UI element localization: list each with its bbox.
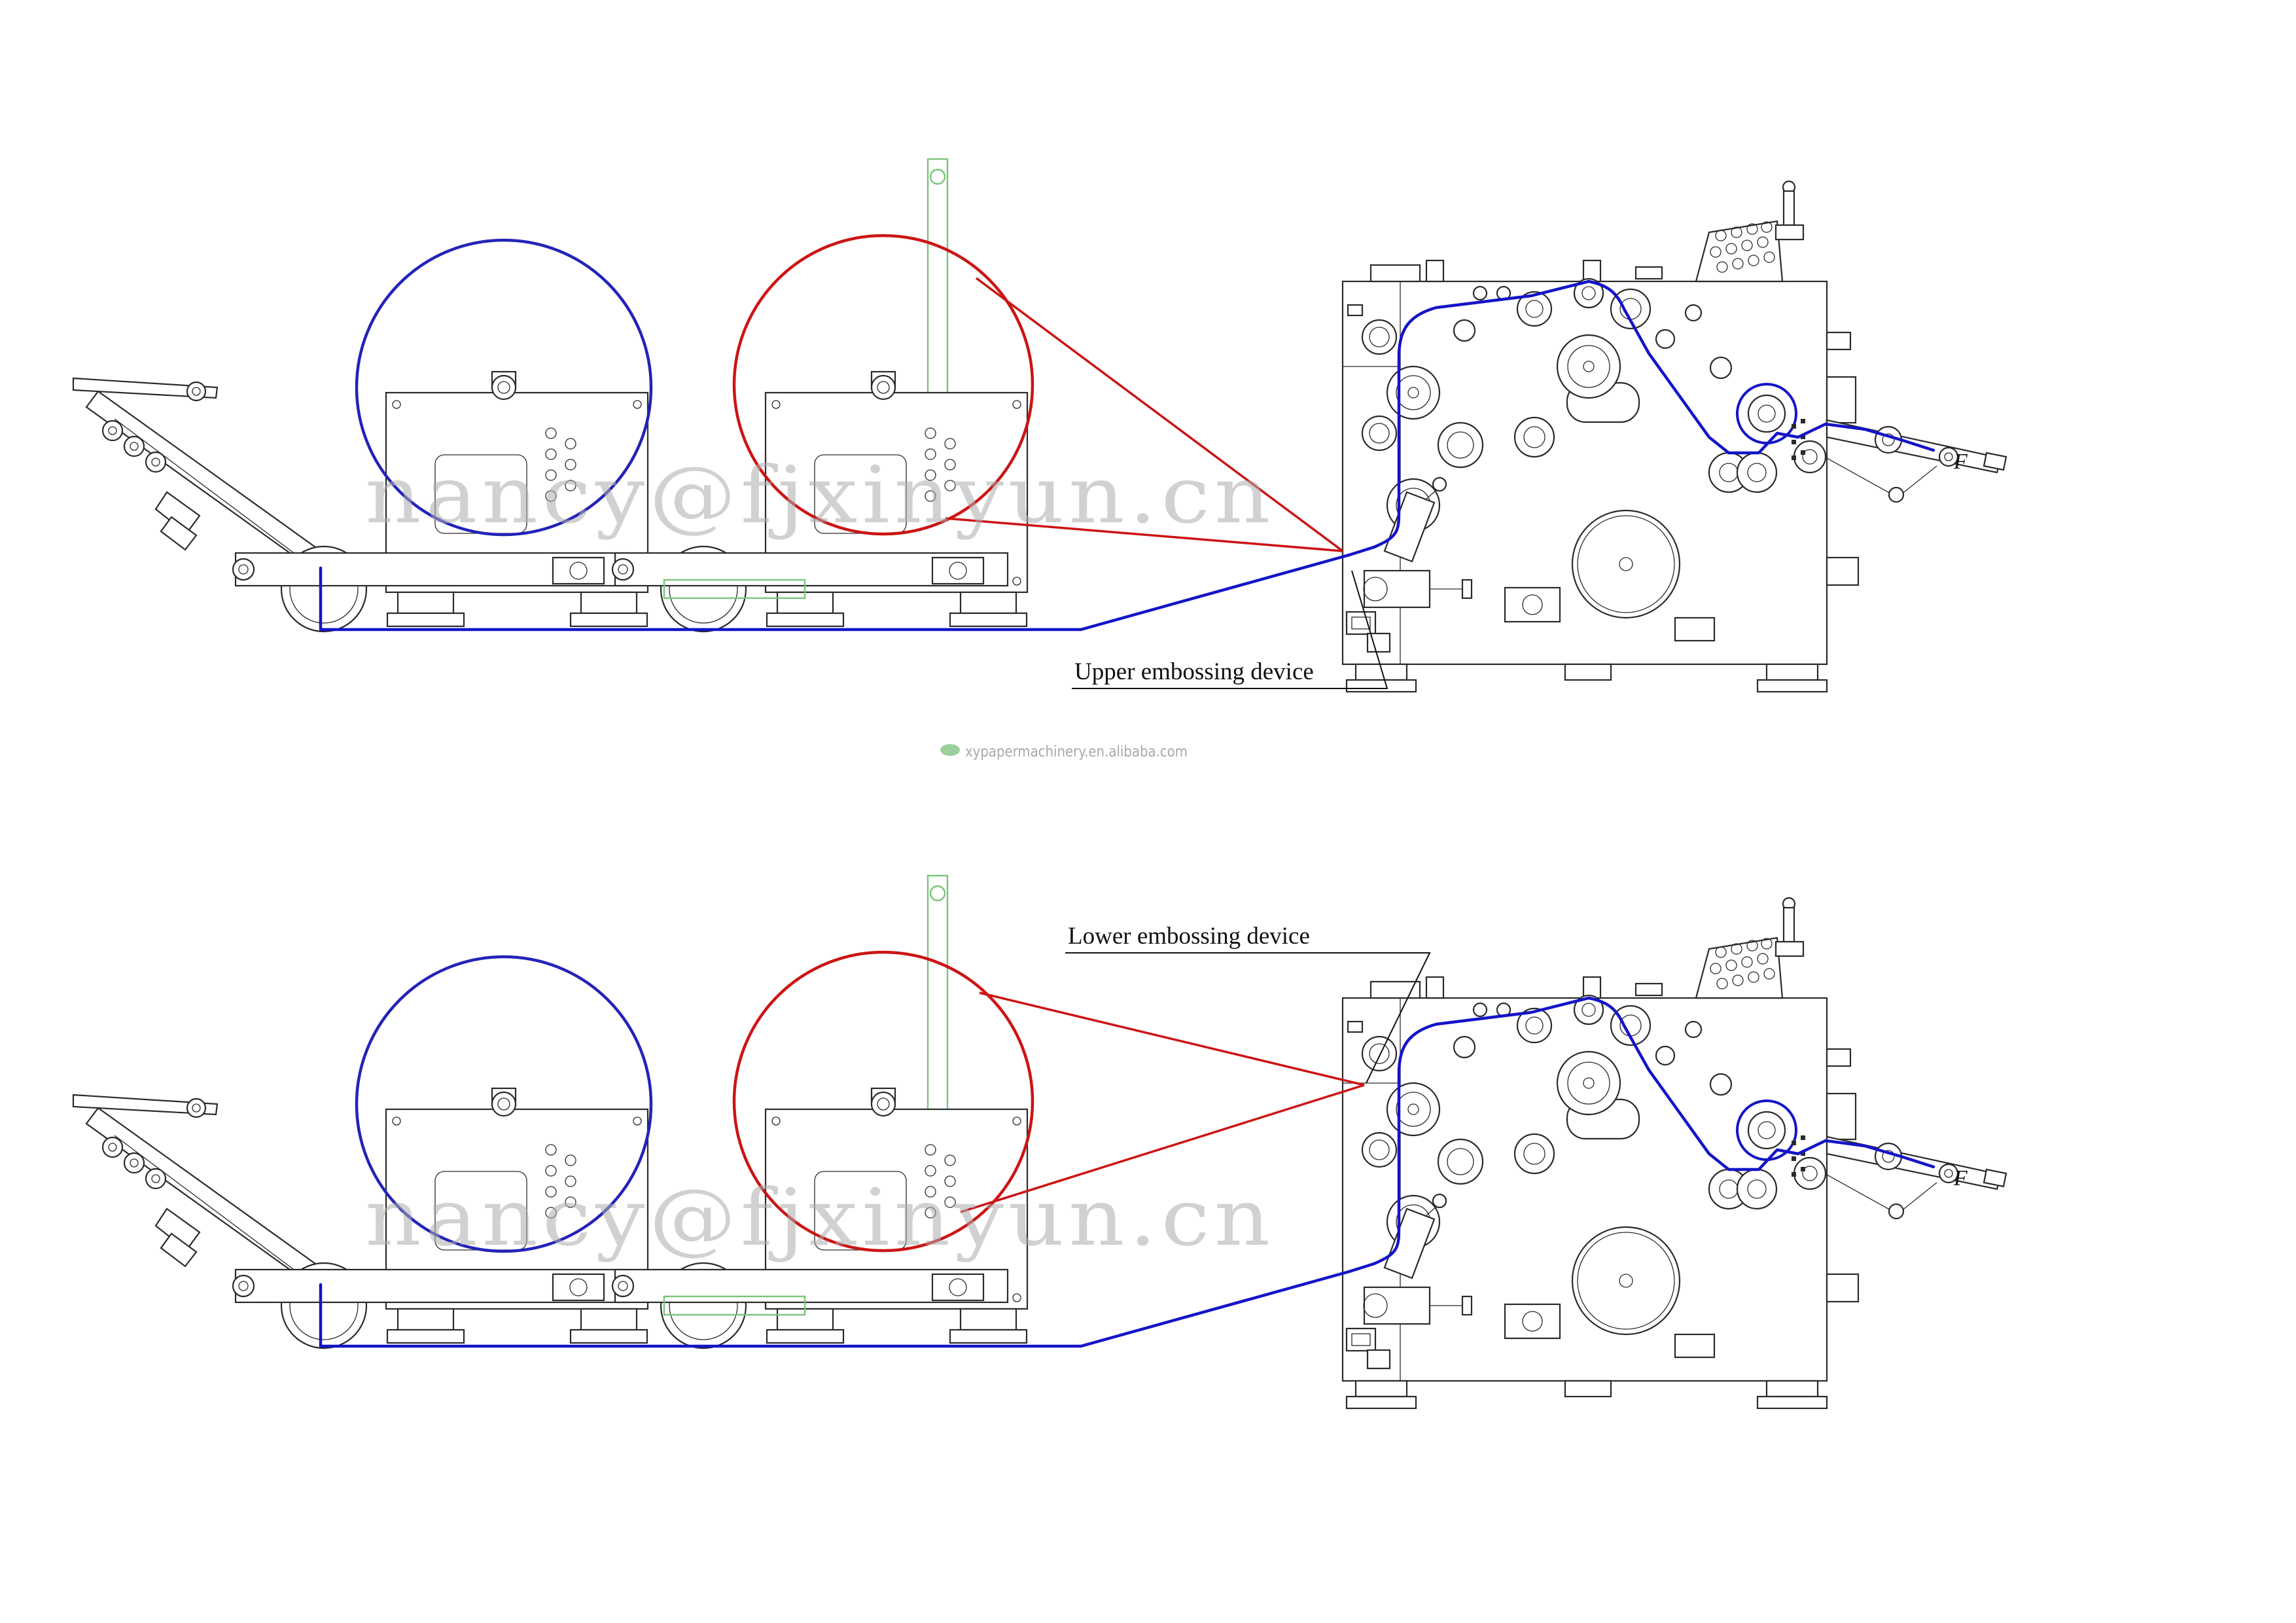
lower-unwind-stations [73, 876, 1027, 1348]
red-web-guide-lines-lower [960, 991, 1365, 1213]
blue-parent-roll-circle [355, 238, 653, 537]
blue-parent-roll-circle-lower [355, 955, 653, 1253]
lower-embossing-label: Lower embossing device [1068, 923, 1310, 950]
upper-diagram: nancy@fjxinyun.cn Upper embossing device… [73, 159, 2007, 760]
upper-label-group: Upper embossing device [1072, 570, 1388, 689]
blue-web-path-external-lower [319, 1270, 1351, 1348]
upper-embossing-label: Upper embossing device [1074, 658, 1314, 685]
watermark-email-lower: nancy@fjxinyun.cn [365, 1173, 1275, 1264]
store-watermark-text: xypapermachinery.en.alibaba.com [965, 743, 1188, 760]
red-parent-roll-circle-lower [732, 950, 1034, 1253]
store-logo-icon [940, 744, 960, 756]
store-watermark: xypapermachinery.en.alibaba.com [940, 743, 1188, 760]
lower-label-leader [1065, 952, 1431, 1084]
lower-diagram: nancy@fjxinyun.cn Lower embossing device [73, 876, 2007, 1410]
upper-label-leader [1072, 570, 1388, 689]
blue-web-path-external [319, 553, 1351, 632]
red-web-guide-lines [945, 277, 1344, 552]
upper-rewinder-machine [1341, 180, 2007, 693]
red-parent-roll-circle [732, 234, 1034, 536]
lower-rewinder-machine [1341, 897, 2007, 1410]
lower-label-group: Lower embossing device [1065, 923, 1431, 1084]
watermark-email: nancy@fjxinyun.cn [365, 450, 1275, 541]
upper-unwind-stations [73, 159, 1027, 632]
